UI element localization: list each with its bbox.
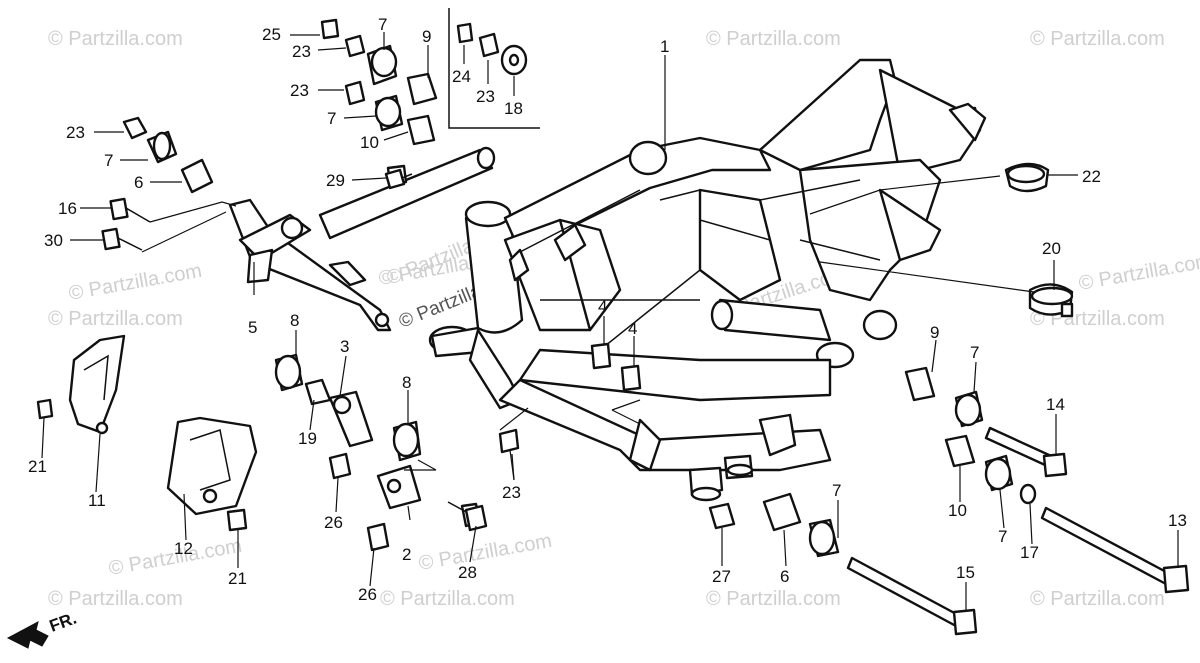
cover-11 (68, 334, 126, 435)
callout-5: 5 (248, 318, 257, 337)
callout-21: 21 (228, 569, 247, 588)
callout-30: 30 (44, 231, 63, 250)
callout-6: 6 (780, 567, 789, 586)
callout-6: 6 (134, 173, 143, 192)
leader-lines (41, 32, 1179, 612)
callout-7: 7 (378, 15, 387, 34)
inset-bracket (448, 8, 540, 129)
callout-26: 26 (324, 513, 343, 532)
callout-7: 7 (998, 527, 1007, 546)
callout-18: 18 (504, 99, 523, 118)
callout-23: 23 (292, 42, 311, 61)
watermark: © Partzilla.com (48, 588, 183, 610)
callout-7: 7 (832, 481, 841, 500)
callout-23: 23 (290, 81, 309, 100)
callout-20: 20 (1042, 239, 1061, 258)
callout-2: 2 (402, 545, 411, 564)
callout-labels: 1 2 3 4 4 5 6 6 7 7 7 7 7 7 8 8 9 9 10 1… (28, 15, 1187, 604)
callout-12: 12 (174, 539, 193, 558)
callout-23: 23 (502, 483, 521, 502)
callout-19: 19 (298, 429, 317, 448)
watermark: © Partzilla.com (1077, 250, 1200, 295)
bolt-16 (109, 197, 151, 223)
watermark: © Partzilla.com (48, 308, 183, 330)
callout-7: 7 (104, 151, 113, 170)
inset-parts (456, 22, 528, 76)
watermark: © Partzilla.com (706, 588, 841, 610)
watermark: © Partzilla.com (67, 260, 204, 305)
callout-9: 9 (422, 27, 431, 46)
bolt-29 (384, 168, 413, 190)
watermark: © Partzilla.com (1030, 28, 1165, 50)
callout-22: 22 (1082, 167, 1101, 186)
spacers-4 (590, 342, 642, 392)
callout-3: 3 (340, 337, 349, 356)
part-5-stay (228, 146, 496, 332)
watermark: © Partzilla.com (706, 28, 841, 50)
callout-1: 1 (660, 37, 669, 56)
callout-11: 11 (88, 491, 106, 510)
cover-12 (166, 416, 258, 516)
top-center-part-stack (320, 18, 438, 186)
callout-10: 10 (360, 133, 379, 152)
callout-4: 4 (628, 319, 637, 338)
middle-left-parts (274, 353, 422, 510)
callout-25: 25 (262, 25, 281, 44)
front-indicator-label: FR. (47, 609, 79, 636)
callout-23: 23 (66, 123, 85, 142)
callout-23: 23 (476, 87, 495, 106)
callout-10: 10 (948, 501, 967, 520)
callout-26: 26 (358, 585, 377, 604)
part-20-clamp (1028, 283, 1074, 318)
part-22-clamp (1004, 162, 1050, 193)
callout-9: 9 (930, 323, 939, 342)
callout-21: 21 (28, 457, 47, 476)
callout-27: 27 (712, 567, 731, 586)
front-arrow-icon: FR. (6, 609, 79, 649)
callout-7: 7 (970, 343, 979, 362)
top-left-part-stack (122, 116, 214, 194)
bolt-30 (101, 227, 143, 251)
callout-13: 13 (1168, 511, 1187, 530)
watermark-layer: © Partzilla.com © Partzilla.com © Partzi… (48, 28, 1200, 610)
right-side-parts (846, 366, 1190, 636)
callout-15: 15 (956, 563, 975, 582)
watermark: © Partzilla.com (417, 530, 554, 575)
callout-29: 29 (326, 171, 345, 190)
callout-28: 28 (458, 563, 477, 582)
callout-16: 16 (58, 199, 77, 218)
callout-8: 8 (290, 311, 299, 330)
watermark: © Partzilla.com (380, 588, 515, 610)
callout-7: 7 (327, 109, 336, 128)
fasteners (36, 398, 840, 558)
watermark: © Partzilla.com (1030, 588, 1165, 610)
callout-8: 8 (402, 373, 411, 392)
callout-14: 14 (1046, 395, 1065, 414)
watermark: © Partzilla.com (48, 28, 183, 50)
callout-4: 4 (598, 297, 607, 316)
bolt-28 (447, 501, 488, 532)
callout-17: 17 (1020, 543, 1039, 562)
callout-24: 24 (452, 67, 471, 86)
